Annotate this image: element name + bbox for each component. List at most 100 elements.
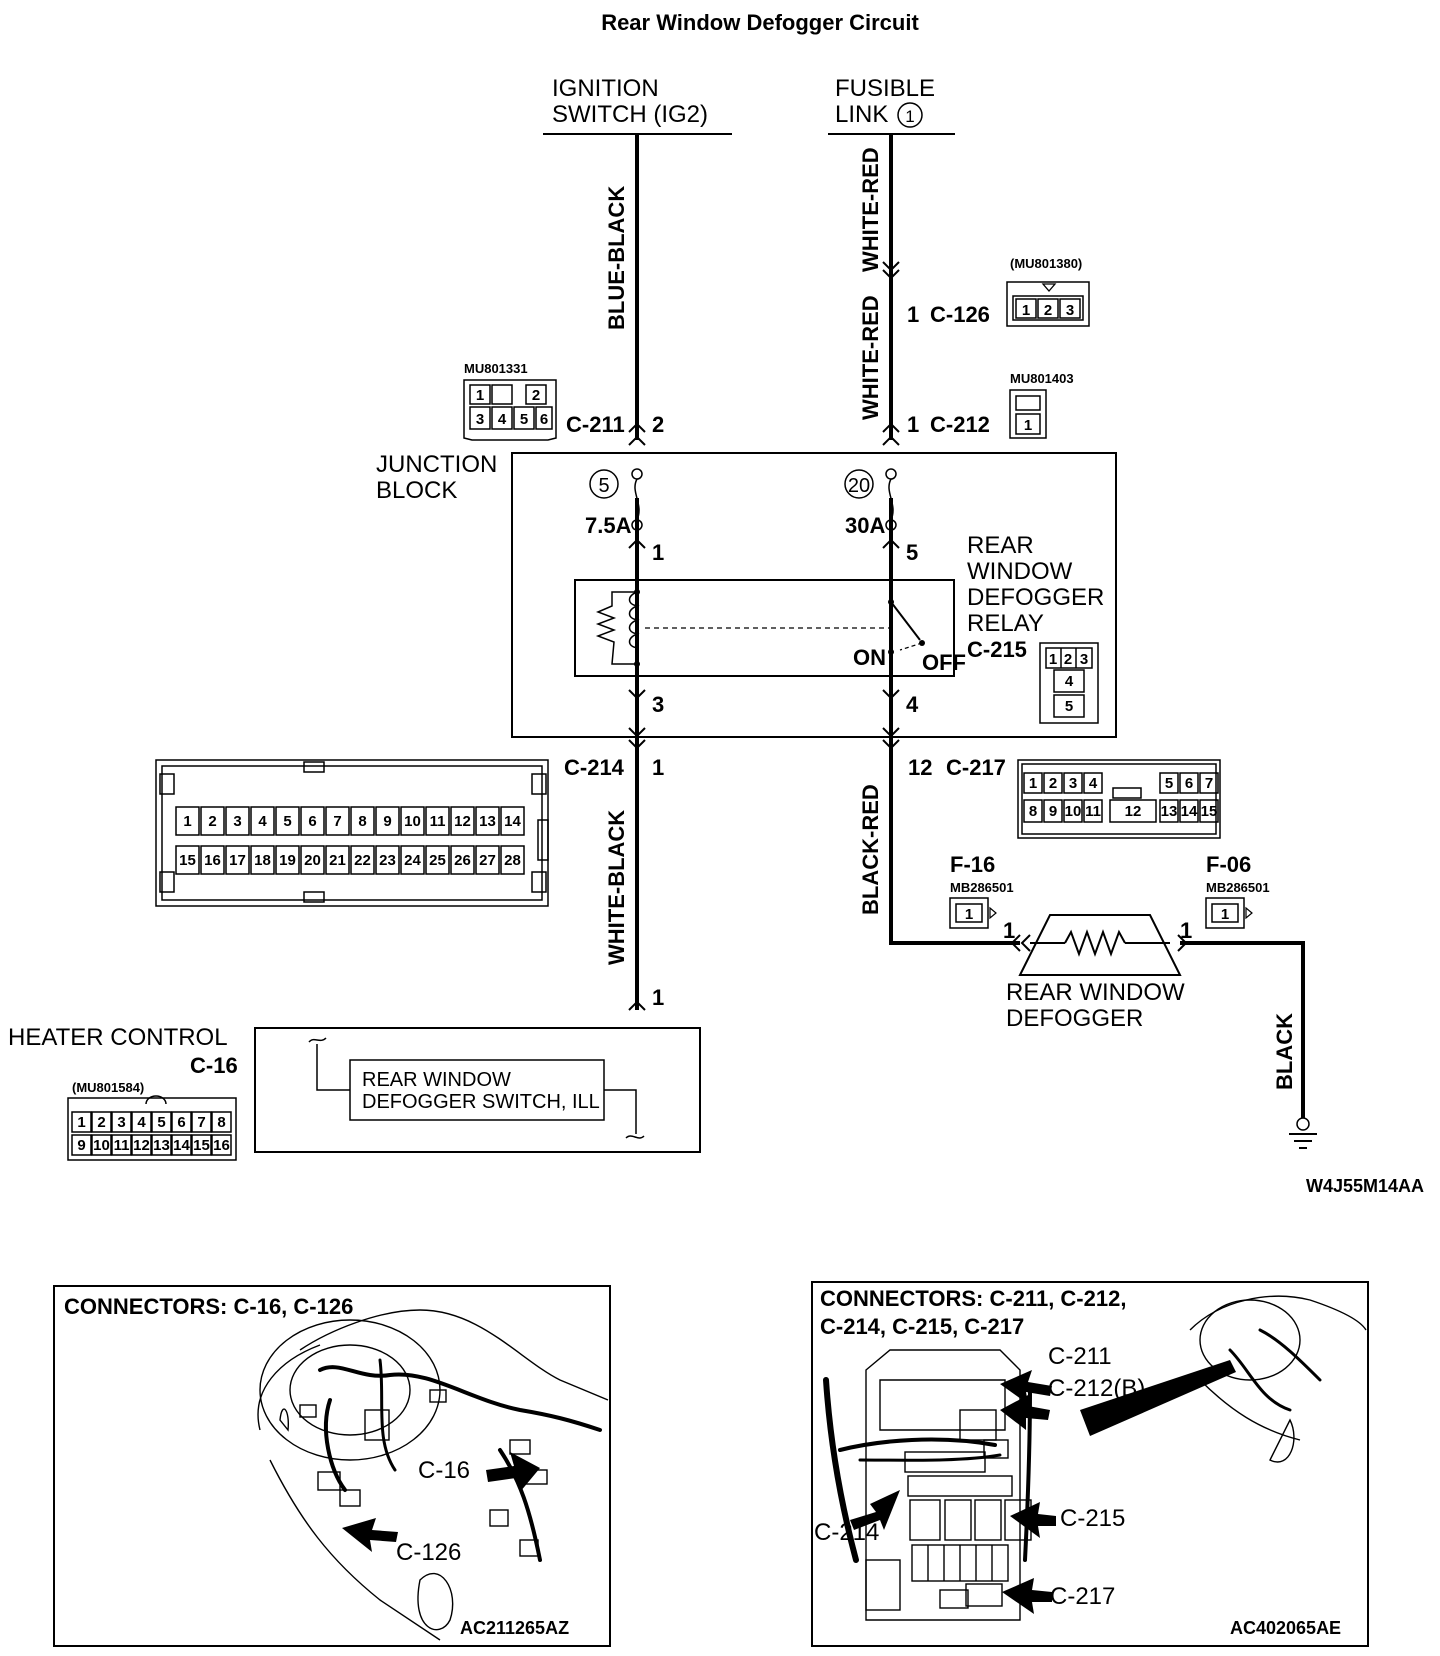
c16-cell-label: 16: [213, 1137, 230, 1154]
c214-cell-label: 15: [179, 852, 196, 869]
junction-block: JUNCTION BLOCK 5 7.5A 1 20 30A 5: [376, 451, 1117, 738]
svg-text:1: 1: [1221, 906, 1229, 923]
c217-cell: [1043, 799, 1063, 823]
c214-cell: [425, 845, 450, 875]
svg-text:6: 6: [540, 411, 548, 428]
connector-c212: 1 C-212 MU801403 1: [907, 371, 1074, 439]
svg-text:3: 3: [1066, 302, 1074, 319]
c16-cell-label: 13: [153, 1137, 170, 1154]
c217-cell: [1109, 799, 1157, 823]
panel-right-heading-2: C-214, C-215, C-217: [820, 1314, 1024, 1339]
f16-pin: 1: [1003, 918, 1015, 943]
c214-cell: [375, 845, 400, 875]
heater-control-label: HEATER CONTROL: [8, 1024, 228, 1051]
c217-cell: [1063, 772, 1083, 794]
wire-label-black: BLACK: [1272, 1013, 1297, 1090]
junction-block-sketch: [823, 1295, 1367, 1621]
c217-cell: [1199, 772, 1219, 794]
c215-name: C-215: [967, 637, 1027, 662]
jb-pin-4: 4: [906, 692, 919, 717]
c217-cell-label: 13: [1161, 803, 1178, 820]
c217-cell-label: 10: [1065, 803, 1082, 820]
c214-cell: [500, 845, 525, 875]
f06-pin: 1: [1180, 918, 1192, 943]
svg-text:2: 2: [1064, 651, 1072, 668]
svg-text:4: 4: [1065, 673, 1074, 690]
fusible-label-2: LINK: [835, 101, 888, 128]
svg-text:1: 1: [1022, 302, 1030, 319]
c16-cell: [211, 1134, 232, 1156]
c217-name: C-217: [946, 755, 1006, 780]
junction-label-1: JUNCTION: [376, 451, 497, 478]
fuse-20-number: 20: [848, 475, 870, 497]
c212-pin: 1: [907, 412, 919, 437]
c217-cell: [1083, 799, 1103, 823]
c217-cell-label: 3: [1069, 775, 1077, 792]
c214-cell: [475, 806, 500, 836]
c16-cell: [71, 1111, 92, 1133]
c16-pin: 1: [652, 985, 664, 1010]
c16-cell: [91, 1134, 112, 1156]
panel-left-code: AC211265AZ: [460, 1618, 569, 1638]
c16-cell-label: 1: [77, 1114, 85, 1131]
rear-window-defogger: REAR WINDOW DEFOGGER: [1006, 914, 1185, 1032]
jb-pin-5: 5: [906, 540, 918, 565]
c214-cell: [225, 845, 250, 875]
c214-cell-label: 3: [233, 813, 241, 830]
c214-cell-label: 27: [479, 852, 496, 869]
ignition-switch-source: IGNITION SWITCH (IG2): [543, 75, 732, 135]
c16-cell: [151, 1111, 172, 1133]
c214-cell: [400, 845, 425, 875]
c217-cell-label: 4: [1089, 775, 1098, 792]
c214-cell-label: 10: [404, 813, 421, 830]
c217-cell-label: 8: [1029, 803, 1037, 820]
c16-cell-label: 9: [77, 1137, 85, 1154]
c16-cell-label: 6: [177, 1114, 185, 1131]
c16-cell: [111, 1111, 132, 1133]
connector-f06: F-06 MB286501 1 1: [1180, 852, 1270, 943]
c214-cell-label: 13: [479, 813, 496, 830]
c212-part: MU801403: [1010, 371, 1074, 386]
c214-cell-label: 11: [430, 813, 446, 830]
c214-cell-label: 20: [304, 852, 321, 869]
c214-cell: [300, 806, 325, 836]
c214-cell: [175, 806, 200, 836]
c214-cell-label: 23: [379, 852, 396, 869]
c217-cell-label: 6: [1185, 775, 1193, 792]
c217-cell-label: 11: [1085, 803, 1101, 820]
c16-cell: [191, 1111, 212, 1133]
c214-cell-label: 16: [204, 852, 221, 869]
c16-part: (MU801584): [72, 1080, 144, 1095]
c217-cell-label: 2: [1049, 775, 1057, 792]
panel-left-callout-c16: C-16: [418, 1457, 470, 1484]
wire-label-black-red: BLACK-RED: [858, 784, 883, 915]
ignition-label-2: SWITCH (IG2): [552, 101, 708, 128]
panel-right-callout-c212: C-212(B): [1048, 1375, 1145, 1402]
c126-name: C-126: [930, 302, 990, 327]
c16-name: C-16: [190, 1053, 238, 1078]
c16-cell-label: 15: [193, 1137, 210, 1154]
svg-text:3: 3: [1080, 651, 1088, 668]
defogger-label-2: DEFOGGER: [1006, 1005, 1143, 1032]
relay-off-label: OFF: [922, 650, 966, 675]
fuse-20-rating: 30A: [845, 513, 885, 538]
c214-cell-label: 7: [333, 813, 341, 830]
relay-label-1: REAR: [967, 532, 1034, 559]
c217-cell: [1043, 772, 1063, 794]
wire-label-blue-black: BLUE-BLACK: [604, 186, 629, 330]
fusible-link-source: FUSIBLE LINK 1: [828, 75, 955, 135]
c217-cell-label: 5: [1165, 775, 1173, 792]
connector-location-panel-left: CONNECTORS: C-16, C-126 C-16 C-1: [53, 1285, 611, 1647]
c217-cell-label: 15: [1201, 803, 1218, 820]
connector-location-panel-right: CONNECTORS: C-211, C-212, C-214, C-215, …: [811, 1281, 1369, 1647]
c214-cell-label: 4: [258, 813, 267, 830]
svg-text:3: 3: [476, 411, 484, 428]
c214-cell: [200, 845, 225, 875]
defogger-label-1: REAR WINDOW: [1006, 979, 1185, 1006]
c214-cell-label: 17: [229, 852, 246, 869]
c16-cell: [151, 1134, 172, 1156]
c16-cell-label: 5: [157, 1114, 165, 1131]
wire-label-white-red-top: WHITE-RED: [858, 147, 883, 272]
c16-cell: [111, 1134, 132, 1156]
diagram-code: W4J55M14AA: [1306, 1176, 1424, 1196]
